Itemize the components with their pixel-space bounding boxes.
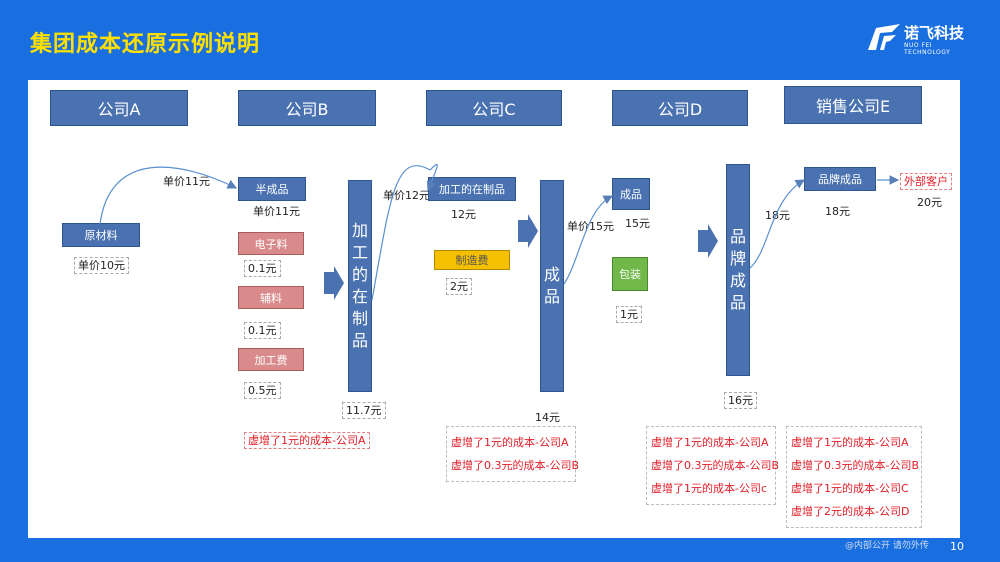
wip-b-total: 11.7元 [342, 402, 386, 419]
finished-d-box: 成品 [612, 178, 650, 210]
wip-bar-b: 加工的在制品 [348, 180, 372, 392]
auxiliary-material-box: 辅料 [238, 286, 304, 309]
raw-material-price: 单价10元 [74, 257, 129, 274]
company-c-header: 公司C [426, 90, 562, 126]
note-b: 虚增了1元的成本-公司A [244, 432, 370, 449]
wip-c-price: 12元 [448, 207, 479, 222]
finished-bar-c: 成品 [540, 180, 564, 392]
brand-bar-d: 品牌成品 [726, 164, 750, 376]
page-number: 10 [950, 540, 964, 553]
finished-d-price: 15元 [622, 216, 653, 231]
note-e-line-3: 虚增了1元的成本-公司C [791, 482, 909, 495]
semi-finished-price: 单价11元 [250, 204, 303, 219]
logo-sub: NUO FEI TECHNOLOGY [904, 42, 951, 56]
external-customer-label: 外部客户 [900, 173, 952, 190]
wip-bar-b-label: 加工的在制品 [351, 221, 368, 350]
processing-fee-price: 0.5元 [244, 382, 281, 399]
company-b-header: 公司B [238, 90, 376, 126]
packaging-price: 1元 [616, 306, 642, 323]
logo-icon [868, 24, 900, 50]
packaging-box: 包装 [612, 257, 648, 291]
mfg-overhead-price: 2元 [446, 278, 472, 295]
brand-finished-e-box: 品牌成品 [804, 167, 876, 191]
electronic-material-price: 0.1元 [244, 260, 281, 277]
note-d-line-1: 虚增了1元的成本-公司A [651, 436, 769, 449]
finished-bar-c-label: 成品 [543, 265, 560, 306]
diagram-canvas: 公司A 公司B 公司C 公司D 销售公司E 原材料 单价10元 单价11元 半成… [28, 80, 960, 538]
brand-finished-e-price: 18元 [822, 204, 853, 219]
d-transfer-price: 18元 [762, 208, 793, 223]
logo-name: 诺飞科技 [904, 24, 965, 42]
company-d-header: 公司D [612, 90, 748, 126]
page-title: 集团成本还原示例说明 [30, 32, 261, 57]
note-d: 虚增了1元的成本-公司A 虚增了0.3元的成本-公司B 虚增了1元的成本-公司c [646, 426, 780, 505]
finished-c-total: 14元 [532, 410, 563, 425]
footer-note: @内部公开 请勿外传 [845, 541, 929, 551]
brand-d-total: 16元 [724, 392, 757, 409]
note-c: 虚增了1元的成本-公司A 虚增了0.3元的成本-公司B [446, 426, 580, 482]
auxiliary-material-price: 0.1元 [244, 322, 281, 339]
a-transfer-price: 单价11元 [160, 174, 213, 189]
company-logo: 诺飞科技 NUO FEI TECHNOLOGY [866, 20, 976, 56]
note-e-line-4: 虚增了2元的成本-公司D [791, 505, 910, 518]
external-customer-price: 20元 [914, 195, 945, 210]
note-c-line-1: 虚增了1元的成本-公司A [451, 436, 569, 449]
note-c-line-2: 虚增了0.3元的成本-公司B [451, 459, 580, 472]
electronic-material-box: 电子料 [238, 232, 304, 255]
processing-fee-box: 加工费 [238, 348, 304, 371]
note-e-line-2: 虚增了0.3元的成本-公司B [791, 459, 920, 472]
b-transfer-price: 单价12元 [380, 188, 433, 203]
note-e-line-1: 虚增了1元的成本-公司A [791, 436, 909, 449]
semi-finished-box: 半成品 [238, 177, 306, 201]
c-transfer-price: 单价15元 [564, 219, 617, 234]
note-d-line-3: 虚增了1元的成本-公司c [651, 482, 768, 495]
note-e: 虚增了1元的成本-公司A 虚增了0.3元的成本-公司B 虚增了1元的成本-公司C… [786, 426, 922, 528]
note-d-line-2: 虚增了0.3元的成本-公司B [651, 459, 780, 472]
company-e-header: 销售公司E [784, 86, 922, 124]
wip-c-box: 加工的在制品 [428, 177, 516, 201]
company-a-header: 公司A [50, 90, 188, 126]
mfg-overhead-box: 制造费 [434, 250, 510, 270]
brand-bar-d-label: 品牌成品 [729, 227, 746, 312]
raw-material-box: 原材料 [62, 223, 140, 247]
